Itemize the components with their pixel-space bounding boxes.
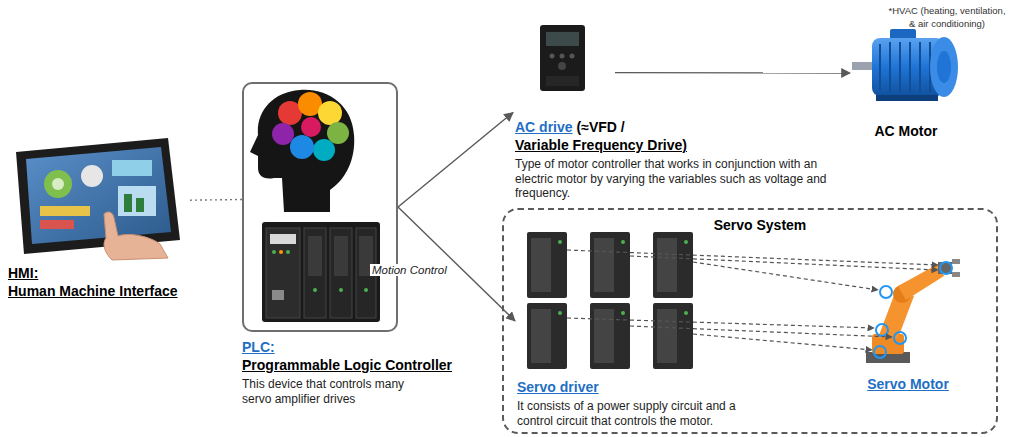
text-group: HMI:Human Machine Interface bbox=[8, 264, 208, 300]
node-heading: HMI: bbox=[8, 264, 208, 282]
servo-driver-icons bbox=[527, 232, 693, 369]
vfd-drive-icon bbox=[540, 25, 585, 91]
node-heading: Variable Frequency Drive) bbox=[515, 136, 839, 154]
connector-arrow bbox=[615, 72, 850, 74]
brain-head-icon bbox=[250, 90, 354, 212]
robot-arm-icon bbox=[866, 259, 960, 363]
text-group: PLC:Programmable Logic ControllerThis de… bbox=[242, 338, 482, 406]
plc-box: PLC:Programmable Logic ControllerThis de… bbox=[242, 82, 398, 332]
footnote: *HVAC (heating, ventilation, & air condi… bbox=[886, 4, 1008, 30]
group-title: Servo System bbox=[524, 216, 996, 234]
text-group: Servo System bbox=[504, 216, 996, 234]
hmi-node: HMI:Human Machine Interface bbox=[12, 140, 190, 258]
node-heading: PLC: bbox=[242, 338, 482, 356]
node-heading: Programmable Logic Controller bbox=[242, 356, 482, 374]
text-group: AC drive(≈VFD /Variable Frequency Drive)… bbox=[515, 118, 839, 201]
text-group: Servo Motor bbox=[838, 375, 978, 393]
edge-label: Motion Control bbox=[370, 264, 449, 276]
node-heading: AC Motor bbox=[850, 122, 962, 140]
node-description: Type of motor controller that works in c… bbox=[515, 157, 839, 201]
node-description: This device that controls many servo amp… bbox=[242, 377, 427, 406]
node-heading: Servo driver bbox=[517, 378, 745, 396]
connector-arrow bbox=[190, 199, 242, 201]
connector-arrow bbox=[398, 113, 513, 208]
servo-motor-node: Servo Motor bbox=[852, 253, 992, 369]
hmi-tablet bbox=[16, 138, 180, 260]
node-heading: (≈VFD / bbox=[577, 119, 625, 135]
node-description: It consists of a power supply circuit an… bbox=[517, 399, 745, 428]
picture-area bbox=[540, 25, 615, 93]
servo-driver-node: Servo driver It consists of a power suppl… bbox=[515, 230, 745, 432]
plc-device bbox=[262, 222, 380, 322]
servo-system-group: Servo SystemServo driver It consists of a… bbox=[502, 208, 998, 434]
ac-motor-node: AC Motor bbox=[850, 28, 962, 103]
ac-motor-icon bbox=[852, 29, 958, 101]
text-group: Servo driver It consists of a power suppl… bbox=[517, 378, 745, 428]
ac-drive-node: AC drive(≈VFD /Variable Frequency Drive)… bbox=[513, 20, 839, 205]
text-group: AC Motor bbox=[850, 122, 962, 140]
node-heading: Servo Motor bbox=[838, 375, 978, 393]
node-heading: AC drive bbox=[515, 119, 573, 135]
node-heading: Human Machine Interface bbox=[8, 282, 208, 300]
servo-wires bbox=[567, 250, 938, 350]
